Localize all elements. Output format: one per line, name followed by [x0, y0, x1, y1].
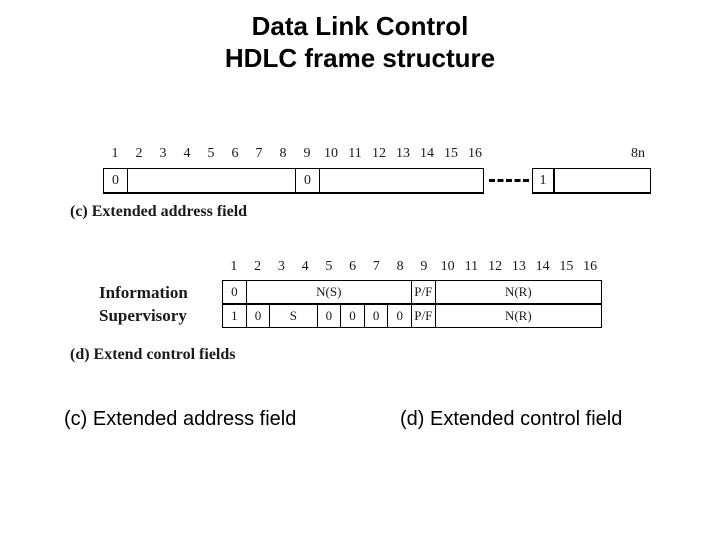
octet1-first-bit: 0	[104, 169, 128, 192]
bit-number: 5	[207, 146, 215, 161]
bit-number: 4	[183, 146, 191, 161]
bit-number: 16	[468, 146, 482, 161]
slide-title: Data Link Control HDLC frame structure	[0, 10, 720, 74]
address-field-last-octet-box: 1	[532, 168, 651, 194]
bit-number: 7	[255, 146, 263, 161]
bit-number: 8	[279, 146, 287, 161]
address-field-octets-box: 0 0	[103, 168, 484, 194]
continuation-dots	[489, 179, 529, 182]
field-cell: N(R)	[504, 284, 532, 299]
bit-number: 1	[111, 146, 119, 161]
bit-number: 12	[488, 259, 503, 274]
field-cell: 0	[365, 305, 389, 327]
field-cell: 1	[223, 305, 247, 327]
octet2-first-bit: 0	[296, 169, 320, 192]
caption-extended-address-field: (c) Extended address field	[64, 408, 297, 430]
bit-number-8n: 8n	[631, 146, 645, 161]
bit-number: 11	[464, 259, 479, 274]
bit-number: 10	[324, 146, 338, 161]
bit-number: 5	[325, 259, 333, 274]
bit-number: 7	[372, 259, 380, 274]
bit-number: 10	[440, 259, 455, 274]
bit-number: 6	[349, 259, 357, 274]
slide-title-line1: Data Link Control	[251, 11, 469, 41]
bit-number: 14	[420, 146, 434, 161]
last-octet-first-bit: 1	[533, 169, 555, 192]
field-cell: P/F	[412, 305, 436, 327]
field-cell: N(R)	[504, 308, 532, 323]
bit-number: 15	[559, 259, 574, 274]
caption-extended-control-field: (d) Extended control field	[400, 408, 623, 430]
bit-number: 12	[372, 146, 386, 161]
bit-number: 9	[303, 146, 311, 161]
row-label-information: Information	[99, 283, 188, 302]
bit-number: 2	[135, 146, 143, 161]
bit-number: 16	[583, 259, 598, 274]
bit-number: 3	[277, 259, 285, 274]
diagram-c-label: (c) Extended address field	[70, 203, 248, 220]
bit-number: 1	[230, 259, 238, 274]
field-cell: P/F	[412, 281, 436, 303]
bit-number: 6	[231, 146, 239, 161]
field-cell: 0	[318, 305, 342, 327]
last-octet-address-bits	[555, 169, 650, 192]
bit-number: 3	[159, 146, 167, 161]
bit-number: 11	[348, 146, 362, 161]
slide-title-line2: HDLC frame structure	[224, 43, 496, 73]
bit-number: 8	[396, 259, 404, 274]
field-cell: 0	[223, 281, 247, 303]
bit-number: 14	[535, 259, 550, 274]
bit-number: 13	[396, 146, 410, 161]
bit-number: 2	[254, 259, 262, 274]
diagram-d-label: (d) Extend control fields	[70, 346, 236, 363]
field-cell: S	[270, 305, 318, 327]
row-label-supervisory: Supervisory	[99, 306, 187, 325]
field-cell: 0	[388, 305, 412, 327]
field-cell: 0	[247, 305, 271, 327]
bit-number: 9	[420, 259, 428, 274]
bit-number: 13	[511, 259, 526, 274]
field-cell: 0	[341, 305, 365, 327]
bit-number: 4	[301, 259, 309, 274]
octet2-address-bits	[320, 169, 483, 192]
field-cell: N(S)	[247, 281, 412, 303]
bit-number: 15	[444, 146, 458, 161]
octet1-address-bits	[128, 169, 296, 192]
